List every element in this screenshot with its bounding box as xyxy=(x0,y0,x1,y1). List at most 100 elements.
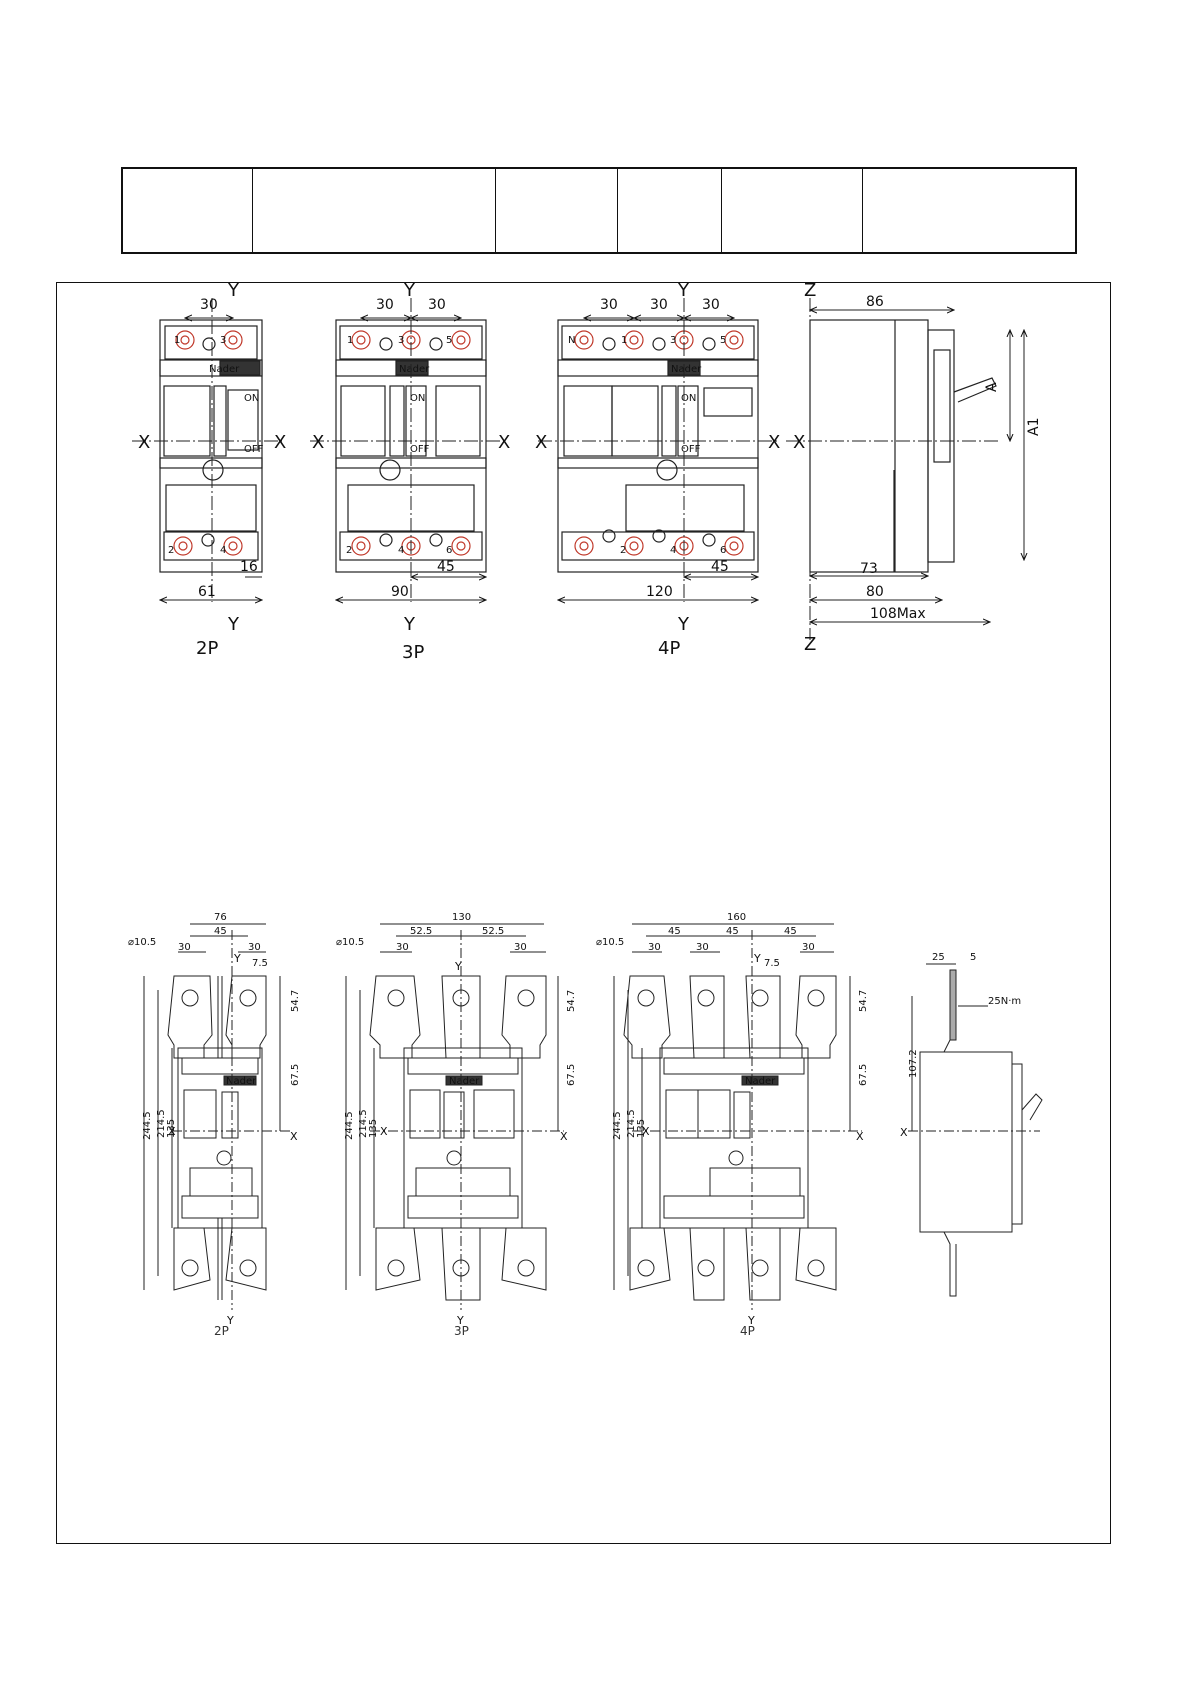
view-side-bottom xyxy=(919,969,1043,1297)
axis-x-right-4p: X xyxy=(768,432,780,453)
brand-2p-bottom: Nader xyxy=(226,1076,257,1087)
dim-80-side: 80 xyxy=(866,584,884,600)
terminal-1-2p: 1 xyxy=(174,335,180,346)
dim-108max-side: 108Max xyxy=(870,606,926,622)
axis-y-top-4p: Y xyxy=(677,280,690,301)
axis-y-top-4p-bottom: Y xyxy=(753,952,761,965)
axis-y-bottom-3p-bottom: Y xyxy=(456,1314,464,1327)
view-2p-bottom xyxy=(167,975,267,1300)
dim-67-5-4p-b: 67.5 xyxy=(858,1064,869,1086)
dim-30a-4p-b: 30 xyxy=(648,942,661,953)
dim-160-4p-b: 160 xyxy=(727,912,746,923)
label-2p-bottom: 2P xyxy=(214,1324,229,1338)
hole-3p-b: ⌀10.5 xyxy=(336,937,364,948)
dim-a1-side: A1 xyxy=(1026,418,1042,436)
terminal-2-3p: 2 xyxy=(346,545,352,556)
view-4p-top xyxy=(557,319,759,573)
title-cell-1 xyxy=(123,169,253,252)
dim-45-3p: 45 xyxy=(437,559,455,575)
terminal-2-2p: 2 xyxy=(168,545,174,556)
dim-61-2p: 61 xyxy=(198,584,216,600)
label-4p-top: 4P xyxy=(658,638,680,659)
dim-107-2-side-b: 107.2 xyxy=(908,1049,919,1078)
dim-30a-3p-b: 30 xyxy=(396,942,409,953)
switch-off-3p: OFF xyxy=(410,444,430,455)
terminal-3-3p: 3 xyxy=(398,335,404,346)
view-3p-bottom xyxy=(369,975,547,1301)
axis-y-top-3p: Y xyxy=(403,280,416,301)
axis-y-top-2p-bottom: Y xyxy=(233,952,241,965)
axis-x-left-4p: X xyxy=(535,432,547,453)
dim-30a-2p-b: 30 xyxy=(178,942,191,953)
dim-16-2p: 16 xyxy=(240,559,258,575)
terminal-5-3p: 5 xyxy=(446,335,452,346)
title-cell-3 xyxy=(496,169,618,252)
dim-30c-4p-b: 30 xyxy=(802,942,815,953)
brand-4p: Nader xyxy=(671,364,702,375)
dim-5-side-b: 5 xyxy=(970,952,976,963)
switch-on-2p: ON xyxy=(244,393,259,404)
title-block xyxy=(121,167,1077,254)
terminal-1-4p: 1 xyxy=(621,335,627,346)
axis-y-bottom-4p: Y xyxy=(677,614,690,635)
dim-135-3p-b: 135 xyxy=(368,1119,379,1138)
terminal-4-4p: 4 xyxy=(670,545,676,556)
dim-25-side-b: 25 xyxy=(932,952,945,963)
dim-130-3p-b: 130 xyxy=(452,912,471,923)
switch-on-3p: ON xyxy=(410,393,425,404)
dim-214-5-4p-b: 214.5 xyxy=(626,1109,637,1138)
dim-54-7-2p-b: 54.7 xyxy=(290,990,301,1012)
dim-67-5-2p-b: 67.5 xyxy=(290,1064,301,1086)
brand-3p-bottom: Nader xyxy=(449,1076,480,1087)
dim-76-2p-b: 76 xyxy=(214,912,227,923)
axis-z-top: Z xyxy=(804,280,816,301)
dim-45-2p-b: 45 xyxy=(214,926,227,937)
dim-67-5-3p-b: 67.5 xyxy=(566,1064,577,1086)
dim-90-3p: 90 xyxy=(391,584,409,600)
dim-30c-4p: 30 xyxy=(702,297,720,313)
terminal-4-2p: 4 xyxy=(220,545,226,556)
label-3p-top: 3P xyxy=(402,642,424,663)
dim-52-5a-3p-b: 52.5 xyxy=(410,926,432,937)
axis-x-right-2p-bottom: X xyxy=(290,1130,298,1143)
dim-7-5-2p-b: 7.5 xyxy=(252,958,268,969)
terminal-4-3p: 4 xyxy=(398,545,404,556)
dim-30-2p: 30 xyxy=(200,297,218,313)
axis-x-left-3p-bottom: X xyxy=(380,1125,388,1138)
brand-4p-bottom: Nader xyxy=(745,1076,776,1087)
label-3p-bottom: 3P xyxy=(454,1324,469,1338)
axis-x-left-4p-bottom: X xyxy=(642,1125,650,1138)
terminal-5-4p: 5 xyxy=(720,335,726,346)
dim-120-4p: 120 xyxy=(646,584,673,600)
terminal-1-3p: 1 xyxy=(347,335,353,346)
axis-x-side-bottom: X xyxy=(900,1126,908,1139)
axis-y-bottom-4p-bottom: Y xyxy=(747,1314,755,1327)
dim-214-5-3p-b: 214.5 xyxy=(358,1109,369,1138)
axis-x-right-4p-bottom: X xyxy=(856,1130,864,1143)
axis-y-bottom-3p: Y xyxy=(403,614,416,635)
dim-45b-4p-b: 45 xyxy=(726,926,739,937)
axis-y-bottom-2p: Y xyxy=(227,614,240,635)
hole-2p-b: ⌀10.5 xyxy=(128,937,156,948)
dim-86-side: 86 xyxy=(866,294,884,310)
switch-off-2p: OFF xyxy=(244,444,264,455)
switch-on-4p: ON xyxy=(681,393,696,404)
brand-2p: Nader xyxy=(209,364,240,375)
brand-3p: Nader xyxy=(399,364,430,375)
torque-side-b: 25N·m xyxy=(988,996,1021,1007)
axis-x-right-3p-bottom: X xyxy=(560,1130,568,1143)
axis-x-left-2p: X xyxy=(138,432,150,453)
axis-y-top-2p: Y xyxy=(227,280,240,301)
drawing-frame xyxy=(56,282,1111,1544)
dim-a-side: A xyxy=(984,382,1000,392)
dim-30b-3p-b: 30 xyxy=(514,942,527,953)
dim-30b-4p-b: 30 xyxy=(696,942,709,953)
dim-135-2p-b: 135 xyxy=(166,1119,177,1138)
dim-244-5-3p-b: 244.5 xyxy=(344,1111,355,1140)
terminal-3-4p: 3 xyxy=(670,335,676,346)
hole-4p-b: ⌀10.5 xyxy=(596,937,624,948)
axis-y-bottom-2p-bottom: Y xyxy=(226,1314,234,1327)
axis-x-side: X xyxy=(793,432,805,453)
terminal-2-4p: 2 xyxy=(620,545,626,556)
